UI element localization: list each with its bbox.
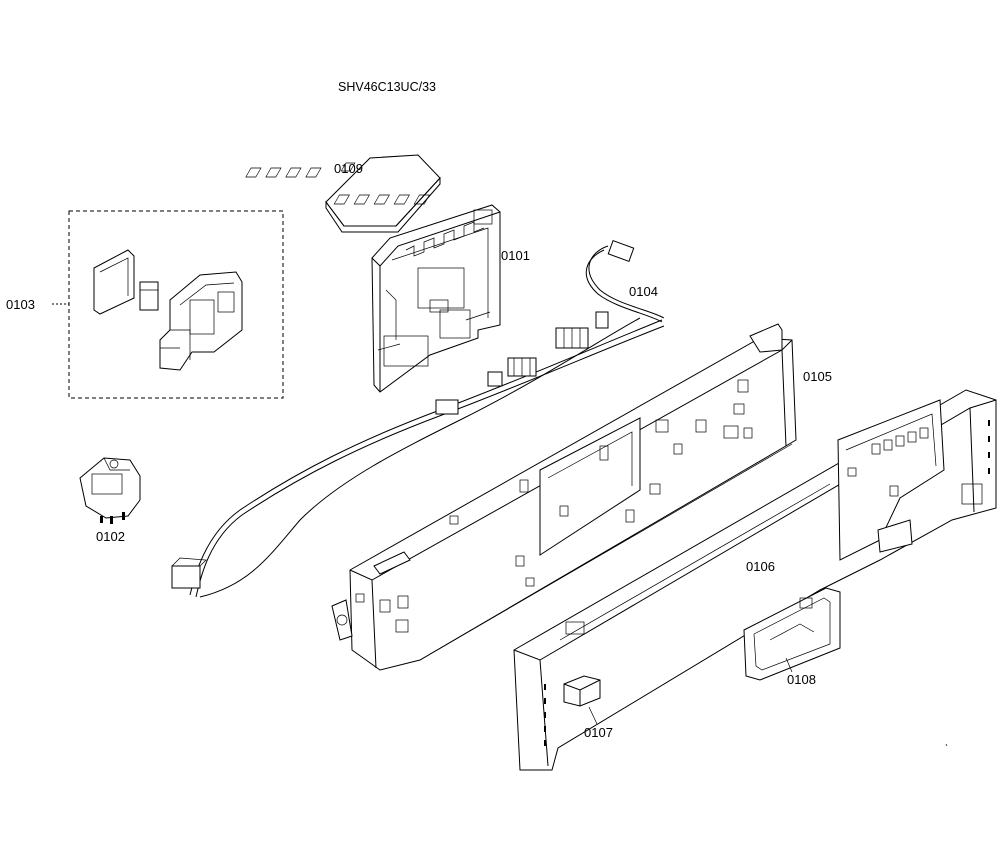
part-0101-control-module [371, 204, 501, 393]
callout-0106: 0106 [746, 559, 775, 574]
callout-0107: 0109 [334, 161, 363, 176]
part-0102-switch [79, 457, 141, 524]
part-0105-inner-panel [331, 323, 797, 671]
part-0107-button-mat [245, 154, 441, 233]
part-0103-assembly [52, 210, 284, 399]
model-number-title: SHV46C13UC/33 [338, 80, 436, 94]
part-0108-cap [563, 675, 601, 707]
callout-0108: 0107 [584, 725, 613, 740]
leader-lines [588, 657, 948, 747]
callout-0103: 0103 [6, 297, 35, 312]
callout-0109: 0108 [787, 672, 816, 687]
part-0104-wiring-harness [171, 240, 665, 598]
callout-0104: 0104 [629, 284, 658, 299]
callout-0105: 0105 [803, 369, 832, 384]
part-0106-outer-panel [513, 389, 997, 771]
part-0109-cover [743, 587, 841, 681]
callout-0102: 0102 [96, 529, 125, 544]
callout-0101: 0101 [501, 248, 530, 263]
